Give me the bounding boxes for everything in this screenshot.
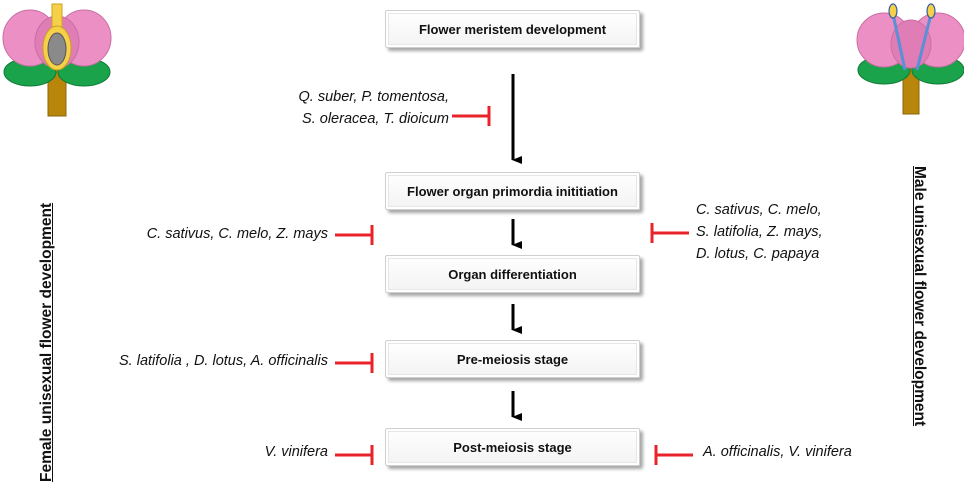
stage-label: Organ differentiation xyxy=(448,266,577,282)
stage-label: Flower organ primordia inititiation xyxy=(407,183,618,199)
stage-box-pre-meiosis: Pre-meiosis stage xyxy=(385,340,640,378)
inhibition-marker-male-1 xyxy=(650,223,689,243)
species-line: D. lotus, C. papaya xyxy=(696,246,820,262)
stage-box-primordia: Flower organ primordia inititiation xyxy=(385,172,640,210)
male-side-label: Male unisexual flower development xyxy=(911,166,928,427)
species-line: C. sativus, C. melo, xyxy=(696,202,822,218)
male-species-group: C. sativus, C. melo, S. latifolia, Z. ma… xyxy=(696,199,823,265)
female-species-group: S. latifolia , D. lotus, A. officinalis xyxy=(119,350,328,372)
stage-label: Post-meiosis stage xyxy=(453,439,572,455)
inhibition-marker-male-2 xyxy=(654,445,693,465)
female-side-label: Female unisexual flower development xyxy=(38,202,55,482)
female-species-group: V. vinifera xyxy=(265,441,328,463)
inhibition-marker-female-1 xyxy=(452,106,491,126)
species-line: A. officinalis, V. vinifera xyxy=(703,444,852,460)
male-flower-icon xyxy=(856,3,964,115)
species-line: S. latifolia, Z. mays, xyxy=(696,224,823,240)
inhibition-marker-female-2 xyxy=(335,225,374,245)
species-line: C. sativus, C. melo, Z. mays xyxy=(146,226,328,242)
stage-box-post-meiosis: Post-meiosis stage xyxy=(385,428,640,466)
stage-box-differentiation: Organ differentiation xyxy=(385,255,640,293)
inhibition-marker-female-3 xyxy=(335,353,374,373)
female-species-group: Q. suber, P. tomentosa, S. oleracea, T. … xyxy=(299,86,449,130)
stage-box-meristem: Flower meristem development xyxy=(385,10,640,48)
female-flower-icon xyxy=(2,3,112,117)
species-line: Q. suber, P. tomentosa, xyxy=(298,89,449,105)
stage-label: Pre-meiosis stage xyxy=(456,351,569,367)
species-line: S. latifolia , D. lotus, A. officinalis xyxy=(119,353,328,369)
inhibition-marker-female-4 xyxy=(335,445,374,465)
male-species-group: A. officinalis, V. vinifera xyxy=(703,441,852,463)
stage-label: Flower meristem development xyxy=(418,21,607,37)
female-species-group: C. sativus, C. melo, Z. mays xyxy=(147,223,328,245)
species-line: V. vinifera xyxy=(264,444,328,460)
species-line: S. oleracea, T. dioicum xyxy=(302,111,449,127)
